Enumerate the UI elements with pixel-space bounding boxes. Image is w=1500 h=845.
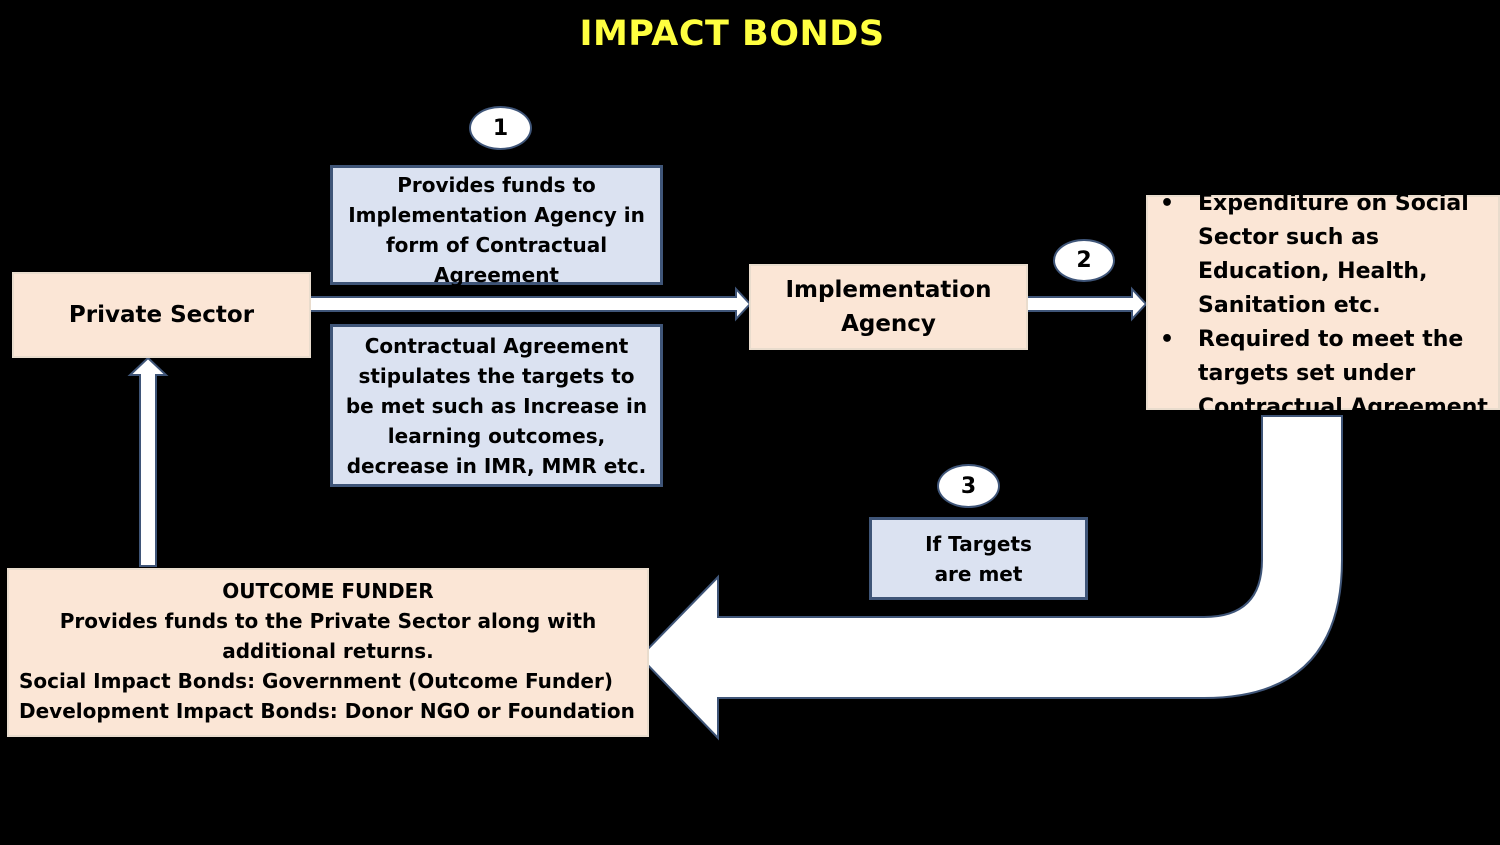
implementation-agency-label: Implementation Agency (785, 277, 992, 337)
arrow-funder-to-private (127, 356, 169, 567)
targets-note-box: If Targets are met (869, 517, 1088, 600)
arrow-return-curved (638, 415, 1343, 741)
targets-note-text: If Targets are met (925, 531, 1032, 586)
step-badge-2: 2 (1053, 239, 1115, 282)
arrow-private-to-agency (309, 286, 752, 322)
development-impact-bonds-text: Development Impact Bonds: Donor NGO or F… (19, 699, 635, 723)
expenditure-box: Expenditure on Social Sector such as Edu… (1146, 187, 1500, 420)
private-sector-label: Private Sector (68, 302, 255, 328)
step-badge-1: 1 (469, 106, 532, 150)
implementation-agency-box: Implementation Agency (749, 264, 1028, 350)
social-impact-bonds-text: Social Impact Bonds: Government (Outcome… (19, 669, 614, 693)
outcome-funder-heading: OUTCOME FUNDER (222, 579, 434, 603)
step-badge-3: 3 (937, 464, 1000, 508)
private-sector-box: Private Sector (12, 272, 311, 358)
outcome-funder-box: OUTCOME FUNDER Provides funds to the Pri… (7, 568, 649, 737)
agreement-note-text: Contractual Agreement stipulates the tar… (345, 333, 648, 478)
expenditure-item: Expenditure on Social Sector such as Edu… (1152, 187, 1490, 323)
expenditure-list: Expenditure on Social Sector such as Edu… (1152, 187, 1490, 425)
arrow-agency-to-expenditure (1026, 286, 1148, 322)
funds-note-box: Provides funds to Implementation Agency … (330, 165, 663, 287)
expenditure-item: Required to meet the targets set under C… (1152, 323, 1490, 425)
funds-note-text: Provides funds to Implementation Agency … (348, 173, 645, 287)
page-title: IMPACT BONDS (579, 14, 885, 54)
agreement-note-box: Contractual Agreement stipulates the tar… (330, 324, 663, 487)
outcome-funder-description: Provides funds to the Private Sector alo… (59, 609, 597, 663)
